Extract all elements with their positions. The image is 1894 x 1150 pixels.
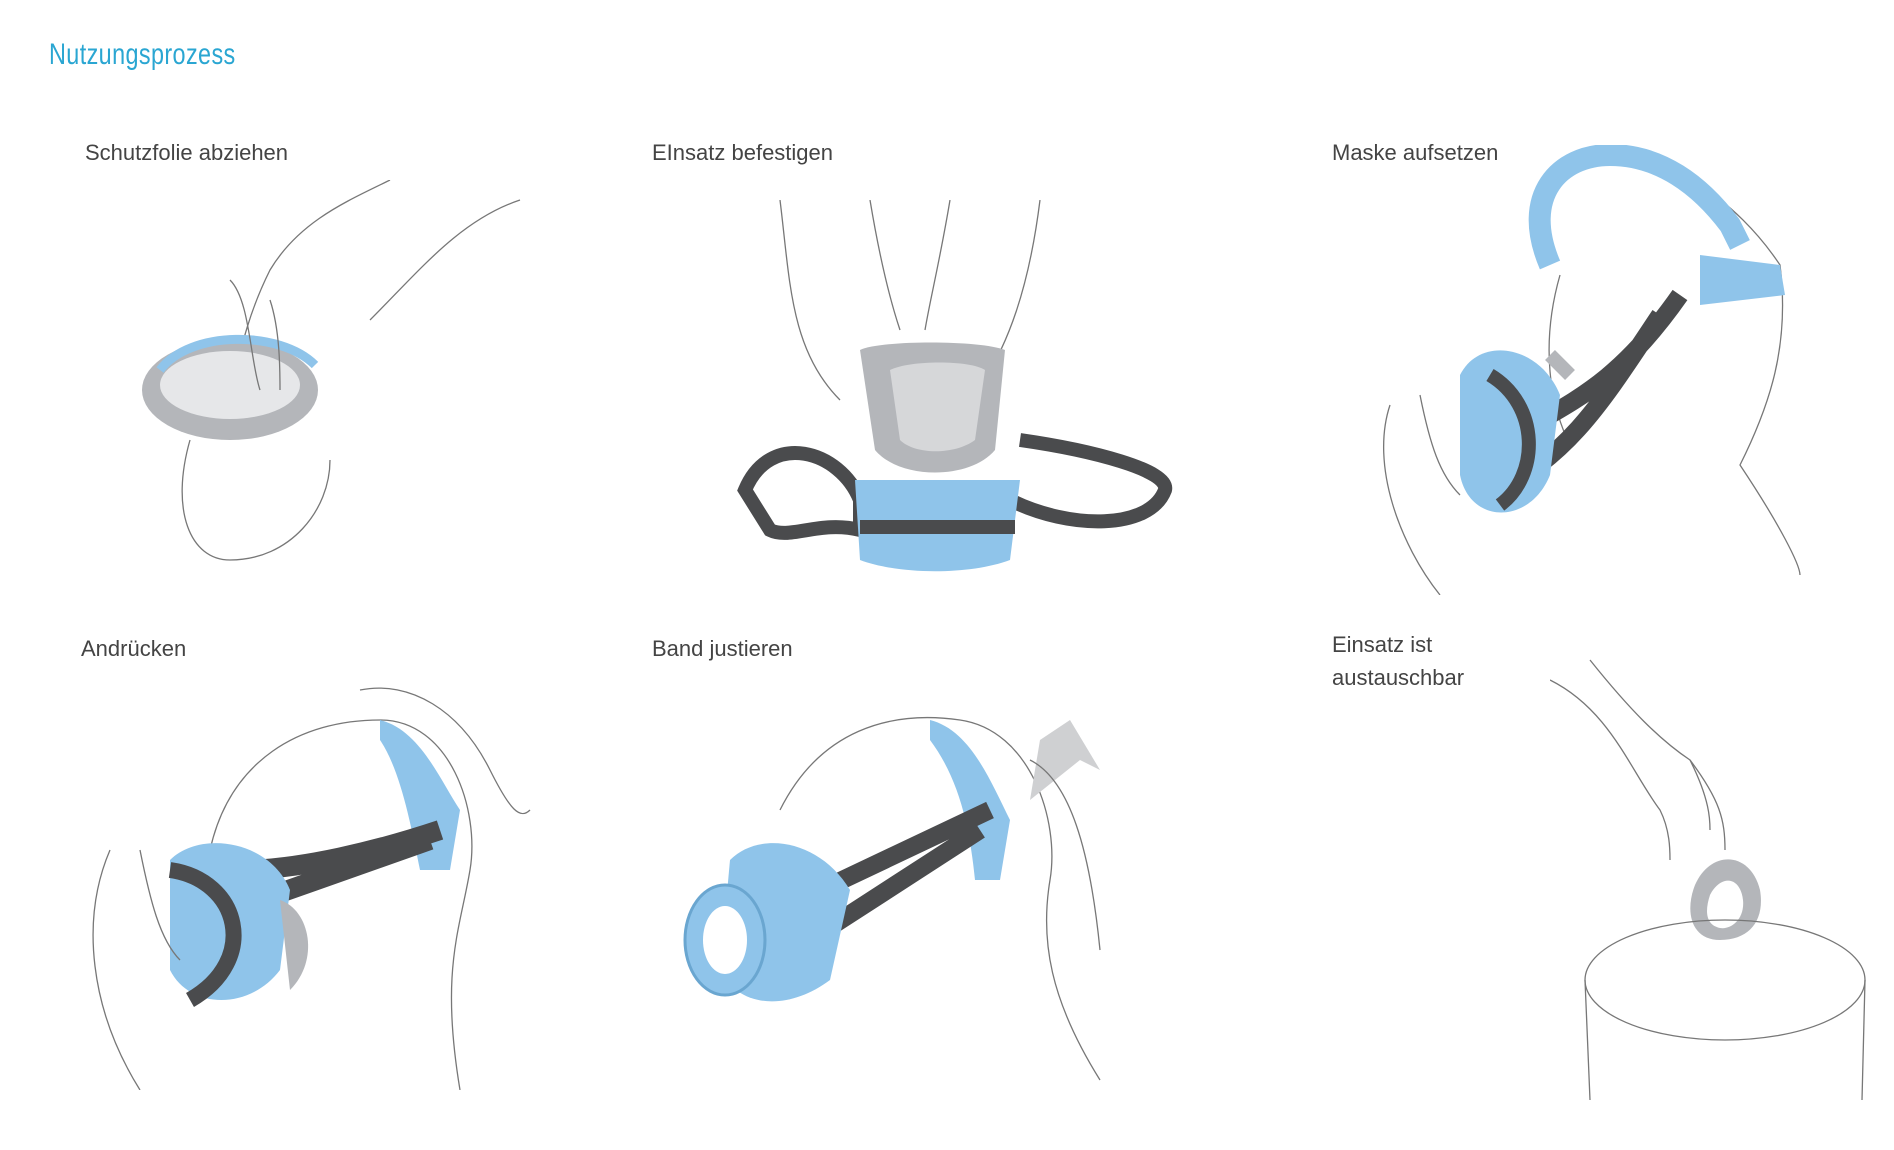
illustration-put-on-mask [1383,145,1801,595]
label-line-2: austauschbar [1332,665,1465,690]
illustration-press [92,687,531,1090]
illustration-peel-film [142,180,521,561]
step-label-peel-film: Schutzfolie abziehen [85,140,289,165]
step-label-attach-insert: EInsatz befestigen [652,140,834,165]
step-label-adjust-strap: Band justieren [652,636,793,661]
illustration-adjust-strap [683,717,1101,1081]
label-line-1: Einsatz ist [1332,632,1433,657]
step-label-put-on-mask: Maske aufsetzen [1332,140,1499,165]
step-label-press: Andrücken [81,636,187,661]
page-title: Nutzungsprozess [49,38,236,71]
illustration-insert-replaceable [1550,659,1866,1100]
illustration-attach-insert [737,200,1173,572]
step-label-insert-replaceable: Einsatz ist austauschbar [1332,628,1464,694]
